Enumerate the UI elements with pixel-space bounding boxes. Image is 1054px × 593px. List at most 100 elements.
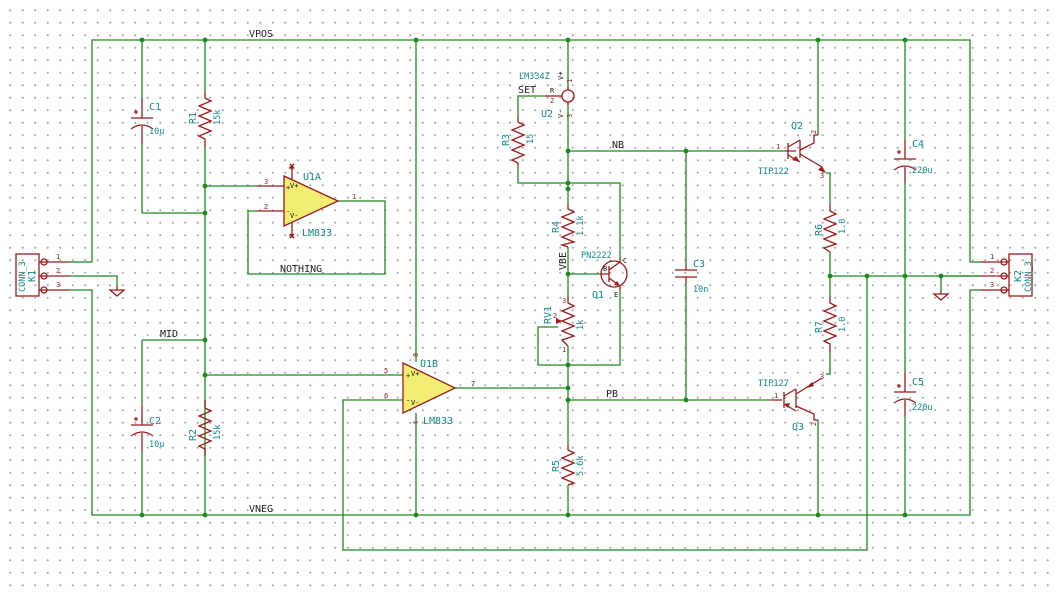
component-value: 10u <box>149 127 164 137</box>
opamp-triangle-icon <box>402 361 457 415</box>
junction-dot <box>413 37 419 43</box>
component-value: 5.6k <box>576 456 586 476</box>
pin-name: C <box>623 257 627 265</box>
junction-dot <box>864 273 870 279</box>
pin-number: 1 <box>56 253 60 261</box>
component-ref: R7 <box>814 321 825 333</box>
component-value: 15 <box>526 134 536 144</box>
capacitor-c4[interactable]: C4 220u <box>893 139 932 183</box>
junction-dot <box>565 186 571 192</box>
pin-number: 1 <box>562 346 566 354</box>
capacitor-c5[interactable]: C5 220u <box>893 372 932 416</box>
connector-pin-icon <box>1000 272 1008 280</box>
component-ref: C1 <box>149 102 161 113</box>
component-value: LM833 <box>423 416 453 427</box>
resistor-r1[interactable]: R1 15k <box>188 92 223 148</box>
component-ref: C5 <box>912 377 924 388</box>
connector-body <box>15 253 40 297</box>
net-label-mid: MID <box>160 329 178 340</box>
component-ref: R4 <box>551 221 562 233</box>
pin-name: V+ <box>411 370 419 378</box>
pin-number: 1 <box>352 193 356 201</box>
component-value: 220u <box>912 403 932 413</box>
connector-body <box>1008 253 1033 297</box>
capacitor-c1[interactable]: C1 10u <box>130 98 164 143</box>
capacitor-c2[interactable]: C2 10u <box>130 406 164 451</box>
component-value: PN2222 <box>581 251 612 261</box>
component-value: CONN_3 <box>1024 261 1034 292</box>
pin-number: 3 <box>264 178 268 186</box>
pin-name: V+ <box>557 72 565 80</box>
junction-dot <box>902 512 908 518</box>
component-ref: C2 <box>149 416 161 427</box>
pin-number: 1 <box>990 253 994 261</box>
component-value: 10u <box>149 440 164 450</box>
junction-dot <box>902 37 908 43</box>
junction-dot <box>202 512 208 518</box>
resistor-r7[interactable]: R7 1.0 <box>814 296 848 352</box>
resistor-r6[interactable]: R6 1.0 <box>814 205 848 253</box>
component-value: TIP122 <box>758 167 789 177</box>
net-label-vpos: VPOS <box>249 29 273 40</box>
junction-dot <box>565 180 571 186</box>
component-ref: R3 <box>501 134 512 146</box>
resistor-r4[interactable]: R4 1.1k <box>551 203 586 248</box>
junction-dot <box>202 337 208 343</box>
pin-number: 3 <box>820 172 824 180</box>
component-value: 1.1k <box>576 216 586 236</box>
component-ref: C3 <box>693 259 705 270</box>
transistor-q2[interactable]: 1 2 3 Q2 TIP122 <box>758 121 826 180</box>
pin-number: 2 <box>264 203 268 211</box>
component-ref: R1 <box>188 112 199 124</box>
pin-number: 1 <box>774 392 778 400</box>
pin-number: 8 <box>412 353 420 357</box>
pin-name: - <box>286 208 290 216</box>
opamp-u1b[interactable]: + - V+ V- 5 6 7 8 4 U1B LM833 <box>384 353 475 427</box>
component-ref: Q1 <box>592 290 604 301</box>
junction-dot <box>902 273 908 279</box>
component-value: 1.0 <box>838 219 848 234</box>
ground-icon <box>932 290 950 301</box>
resistor-r3[interactable]: R3 15 <box>501 117 536 166</box>
current-source-u2[interactable]: 1 2 3 V+ R V- LM334Z U2 <box>519 72 575 120</box>
resistor-r2[interactable]: R2 15k <box>188 400 223 456</box>
pin-number: 1 <box>566 79 574 83</box>
pin-number: 2 <box>553 312 557 320</box>
junction-dot <box>565 271 571 277</box>
junction-dot <box>565 397 571 403</box>
opamp-u1a[interactable]: + - V+ V- 3 2 1 8 4 U1A LM833 <box>257 163 356 239</box>
pin-number: 3 <box>820 373 824 381</box>
connector-pin-icon <box>1000 286 1008 294</box>
component-ref: K1 <box>27 270 38 282</box>
pin-number: 8 <box>288 166 296 170</box>
net-label-vbe: VBE <box>558 252 569 270</box>
junction-dot <box>139 37 145 43</box>
junction-dot <box>815 37 821 43</box>
capacitor-c3[interactable]: C3 10n <box>675 259 708 295</box>
component-value: 220u <box>912 166 932 176</box>
net-label-set: SET <box>518 85 536 96</box>
junction-dot <box>815 512 821 518</box>
pin-number: 2 <box>810 130 818 134</box>
transistor-q1[interactable]: B C E PN2222 Q1 <box>581 251 628 301</box>
connector-k2[interactable]: 1 2 3 K2 CONN_3 <box>980 253 1034 297</box>
transistor-q3[interactable]: 1 3 2 TIP127 Q3 <box>758 373 824 433</box>
component-ref: Q3 <box>792 422 804 433</box>
potentiometer-rv1[interactable]: 3 2 1 RV1 1k <box>543 295 586 354</box>
pin-name: + <box>406 372 410 380</box>
component-ref: U1B <box>420 359 438 370</box>
pin-number: 1 <box>776 143 780 151</box>
junction-dot <box>683 148 689 154</box>
ground-icon <box>108 286 126 297</box>
component-ref: Q2 <box>791 121 803 132</box>
component-ref: R2 <box>188 429 199 441</box>
connector-pin-icon <box>40 286 48 294</box>
pin-number: 2 <box>990 267 994 275</box>
resistor-r5[interactable]: R5 5.6k <box>551 445 586 486</box>
connector-k1[interactable]: 1 2 3 CONN_3 K1 <box>15 253 70 297</box>
pin-number: 5 <box>384 367 388 375</box>
component-value: 10n <box>693 285 708 295</box>
junction-dot <box>139 512 145 518</box>
pin-name: R <box>550 87 555 95</box>
